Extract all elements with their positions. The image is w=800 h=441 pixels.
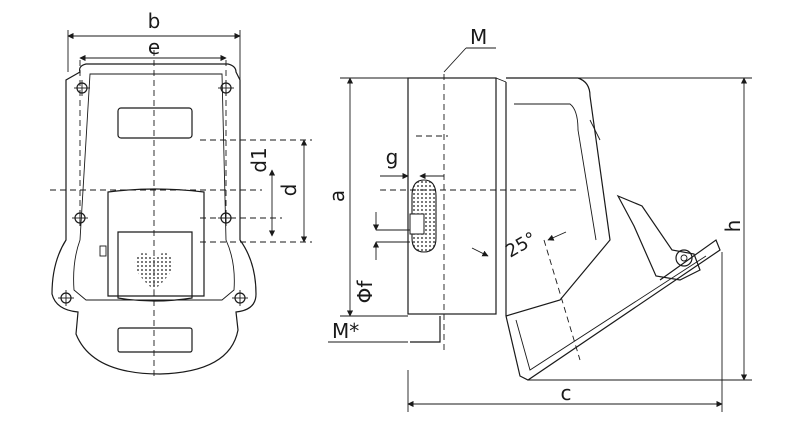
dim-a-label: a xyxy=(325,190,349,202)
side-socket-nose-inner xyxy=(515,255,707,371)
angle-arrow-right xyxy=(547,231,567,241)
angle-arrow-left xyxy=(471,247,489,257)
side-socket-nose xyxy=(505,239,721,381)
side-body-slot xyxy=(589,119,601,141)
side-plate-edge xyxy=(495,77,507,83)
cross-hatched-circle-icon xyxy=(409,179,437,253)
angle-label: 25° xyxy=(502,228,540,262)
front-view: b e d1 d xyxy=(50,9,312,380)
side-socket-axis xyxy=(543,239,581,361)
side-body-inner xyxy=(514,103,597,241)
crosshair-hole-icon xyxy=(74,80,90,96)
front-housing-outline xyxy=(51,63,257,375)
crosshair-hole-icon xyxy=(232,290,248,306)
dim-phif-label: Φf xyxy=(353,280,377,304)
m-star-label: M* xyxy=(332,319,359,343)
dim-b-label: b xyxy=(148,9,161,33)
m-leader-line xyxy=(443,47,467,73)
side-bottom-gland xyxy=(410,316,441,343)
m-top-label: M xyxy=(470,25,487,49)
dim-c-label: c xyxy=(561,381,572,405)
side-view: M a g Φf M* 25° h c xyxy=(325,25,752,412)
side-hinge-pin-inner xyxy=(680,254,688,262)
crosshair-hole-icon xyxy=(58,290,74,306)
dim-g-label: g xyxy=(386,145,399,169)
dim-d1-label: d1 xyxy=(247,147,271,172)
front-inner-outline xyxy=(73,73,235,301)
dim-h-label: h xyxy=(721,220,745,233)
front-bottom-window xyxy=(117,327,193,353)
front-socket-cover xyxy=(117,231,193,302)
side-wall-plate xyxy=(407,77,497,315)
dim-e-label: e xyxy=(148,35,160,59)
side-main-body xyxy=(505,77,611,317)
front-socket-frame xyxy=(107,188,205,297)
front-top-window xyxy=(117,107,193,139)
side-hinge-pin xyxy=(675,249,693,267)
front-side-tab xyxy=(99,245,107,257)
dim-d-label: d xyxy=(277,184,301,197)
side-hinged-lid xyxy=(616,194,701,281)
